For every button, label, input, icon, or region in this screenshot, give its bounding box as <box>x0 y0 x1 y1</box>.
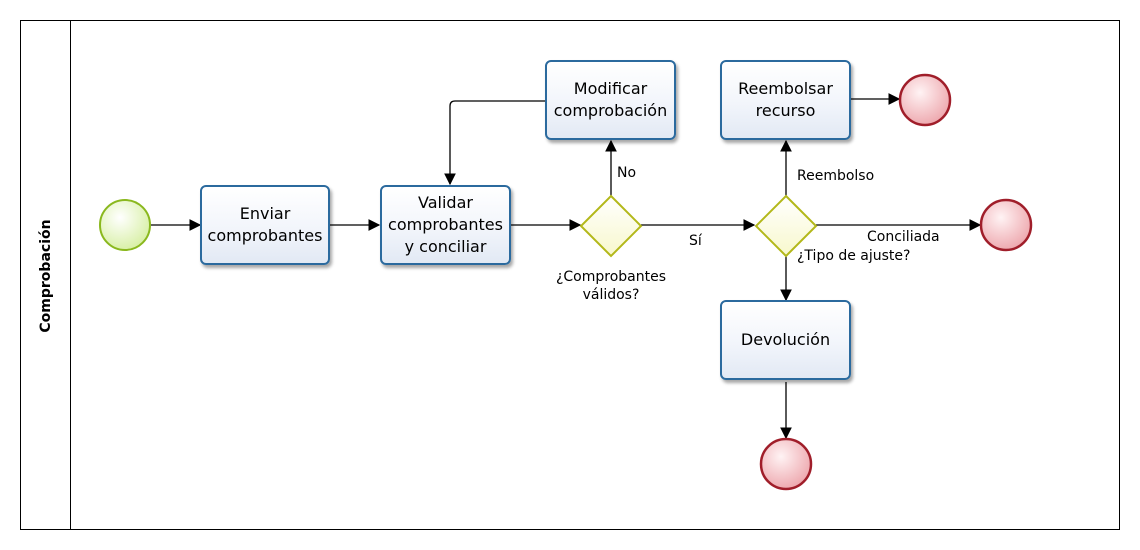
gateway-validos-label: ¿Comprobantes válidos? <box>555 269 667 303</box>
flow-label-conciliada: Conciliada <box>867 229 940 245</box>
end-event-devolucion <box>759 437 813 491</box>
flow-modificar-to-validar <box>444 100 545 186</box>
task-reembolsar-label: Reembolsar recurso <box>738 79 833 120</box>
task-enviar-label: Enviar comprobantes <box>207 204 323 245</box>
end-event-conciliada <box>979 198 1033 252</box>
task-validar-label: Validar comprobantes y conciliar <box>388 193 503 256</box>
task-enviar-comprobantes[interactable]: Enviar comprobantes <box>200 185 330 265</box>
task-devolucion-label: Devolución <box>740 330 831 349</box>
task-modificar-label: Modificar comprobación <box>553 79 668 120</box>
gateway-tipo-label: ¿Tipo de ajuste? <box>797 248 911 264</box>
flow-label-no: No <box>617 165 637 181</box>
task-validar-comprobantes[interactable]: Validar comprobantes y conciliar <box>380 185 511 265</box>
task-reembolsar-recurso[interactable]: Reembolsar recurso <box>720 60 851 140</box>
flow-label-reembolso: Reembolso <box>797 168 875 184</box>
gateway-comprobantes-validos <box>579 194 643 258</box>
task-devolucion[interactable]: Devolución <box>720 300 851 380</box>
flow-label-si: Sí <box>689 233 702 249</box>
end-event-reembolsar <box>898 73 952 127</box>
gateway-tipo-ajuste <box>754 194 818 258</box>
start-event <box>99 199 151 251</box>
task-modificar-comprobacion[interactable]: Modificar comprobación <box>545 60 676 140</box>
lane-header: Comprobación <box>21 21 71 529</box>
process-pool: Comprobación <box>20 20 1120 530</box>
